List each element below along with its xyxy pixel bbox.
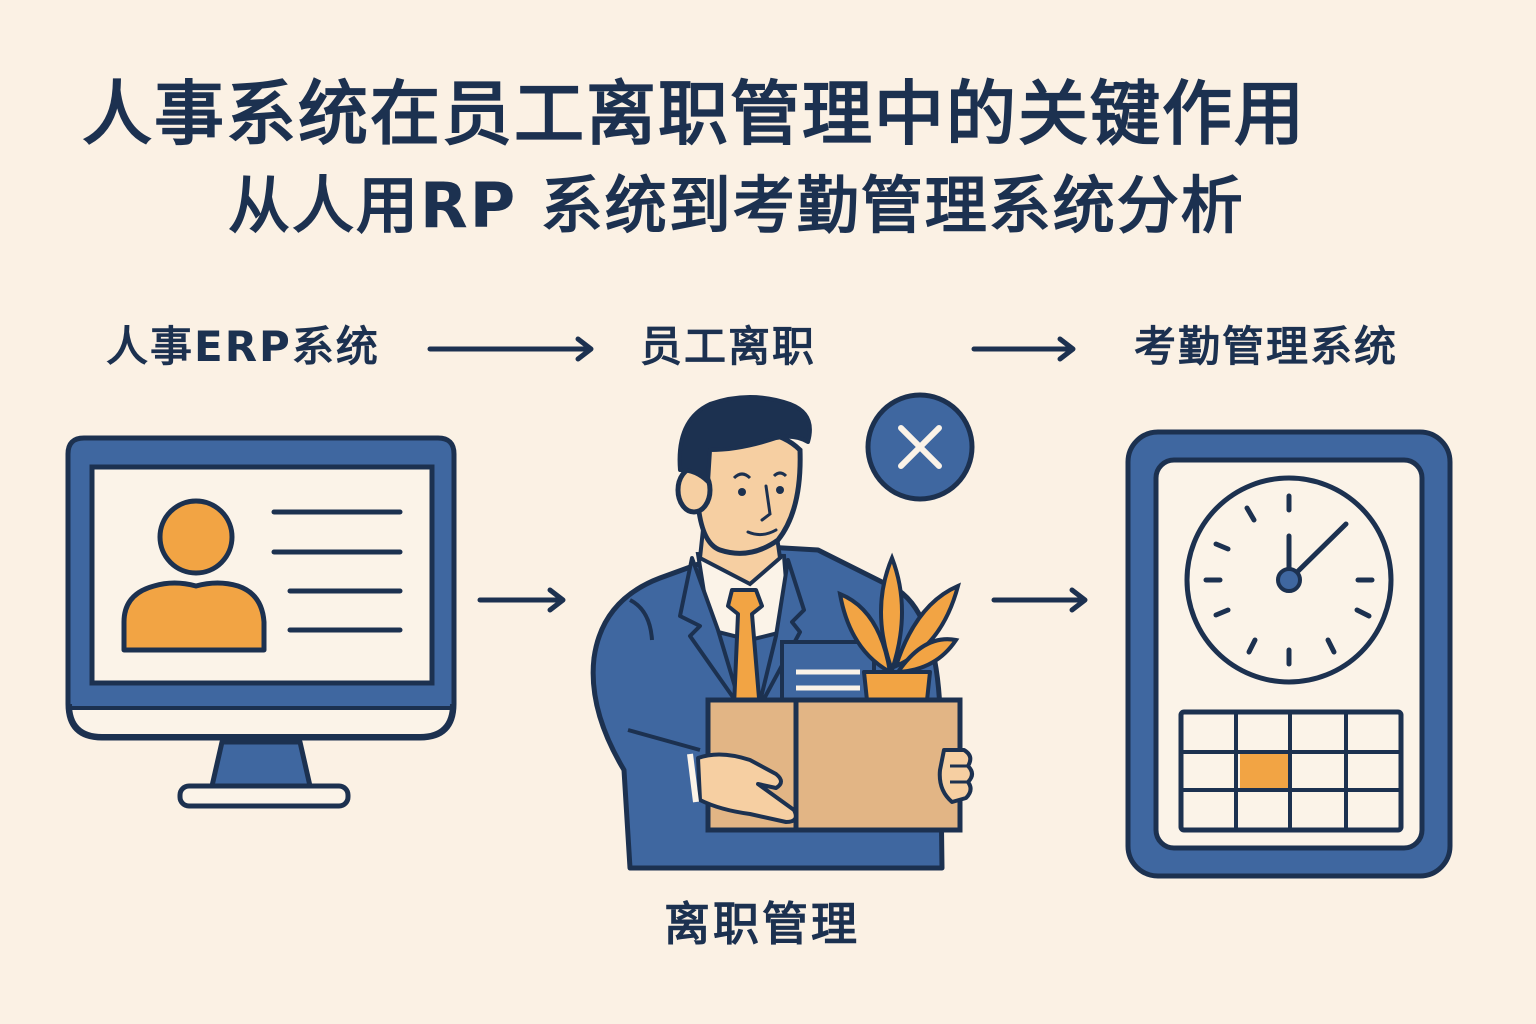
arrow-right-icon xyxy=(427,336,594,362)
step-label-erp: 人事ERP系统 xyxy=(106,322,380,371)
step-label-resign: 员工离职 xyxy=(640,322,817,371)
page-title: 人事系统在员工离职管理中的关键作用 xyxy=(82,73,1306,155)
employee-leaving-with-box-icon xyxy=(590,395,974,871)
computer-monitor-profile-icon xyxy=(65,435,457,809)
arrow-right-icon xyxy=(991,587,1088,613)
page-subtitle: 从人用RP 系统到考勤管理系统分析 xyxy=(228,169,1245,242)
arrow-right-icon xyxy=(971,336,1076,362)
step-label-attendance: 考勤管理系统 xyxy=(1134,322,1399,371)
arrow-right-icon xyxy=(477,587,566,613)
close-x-circle-icon xyxy=(865,392,975,502)
attendance-clock-calendar-icon xyxy=(1125,429,1453,879)
bottom-label: 离职管理 xyxy=(664,897,860,951)
